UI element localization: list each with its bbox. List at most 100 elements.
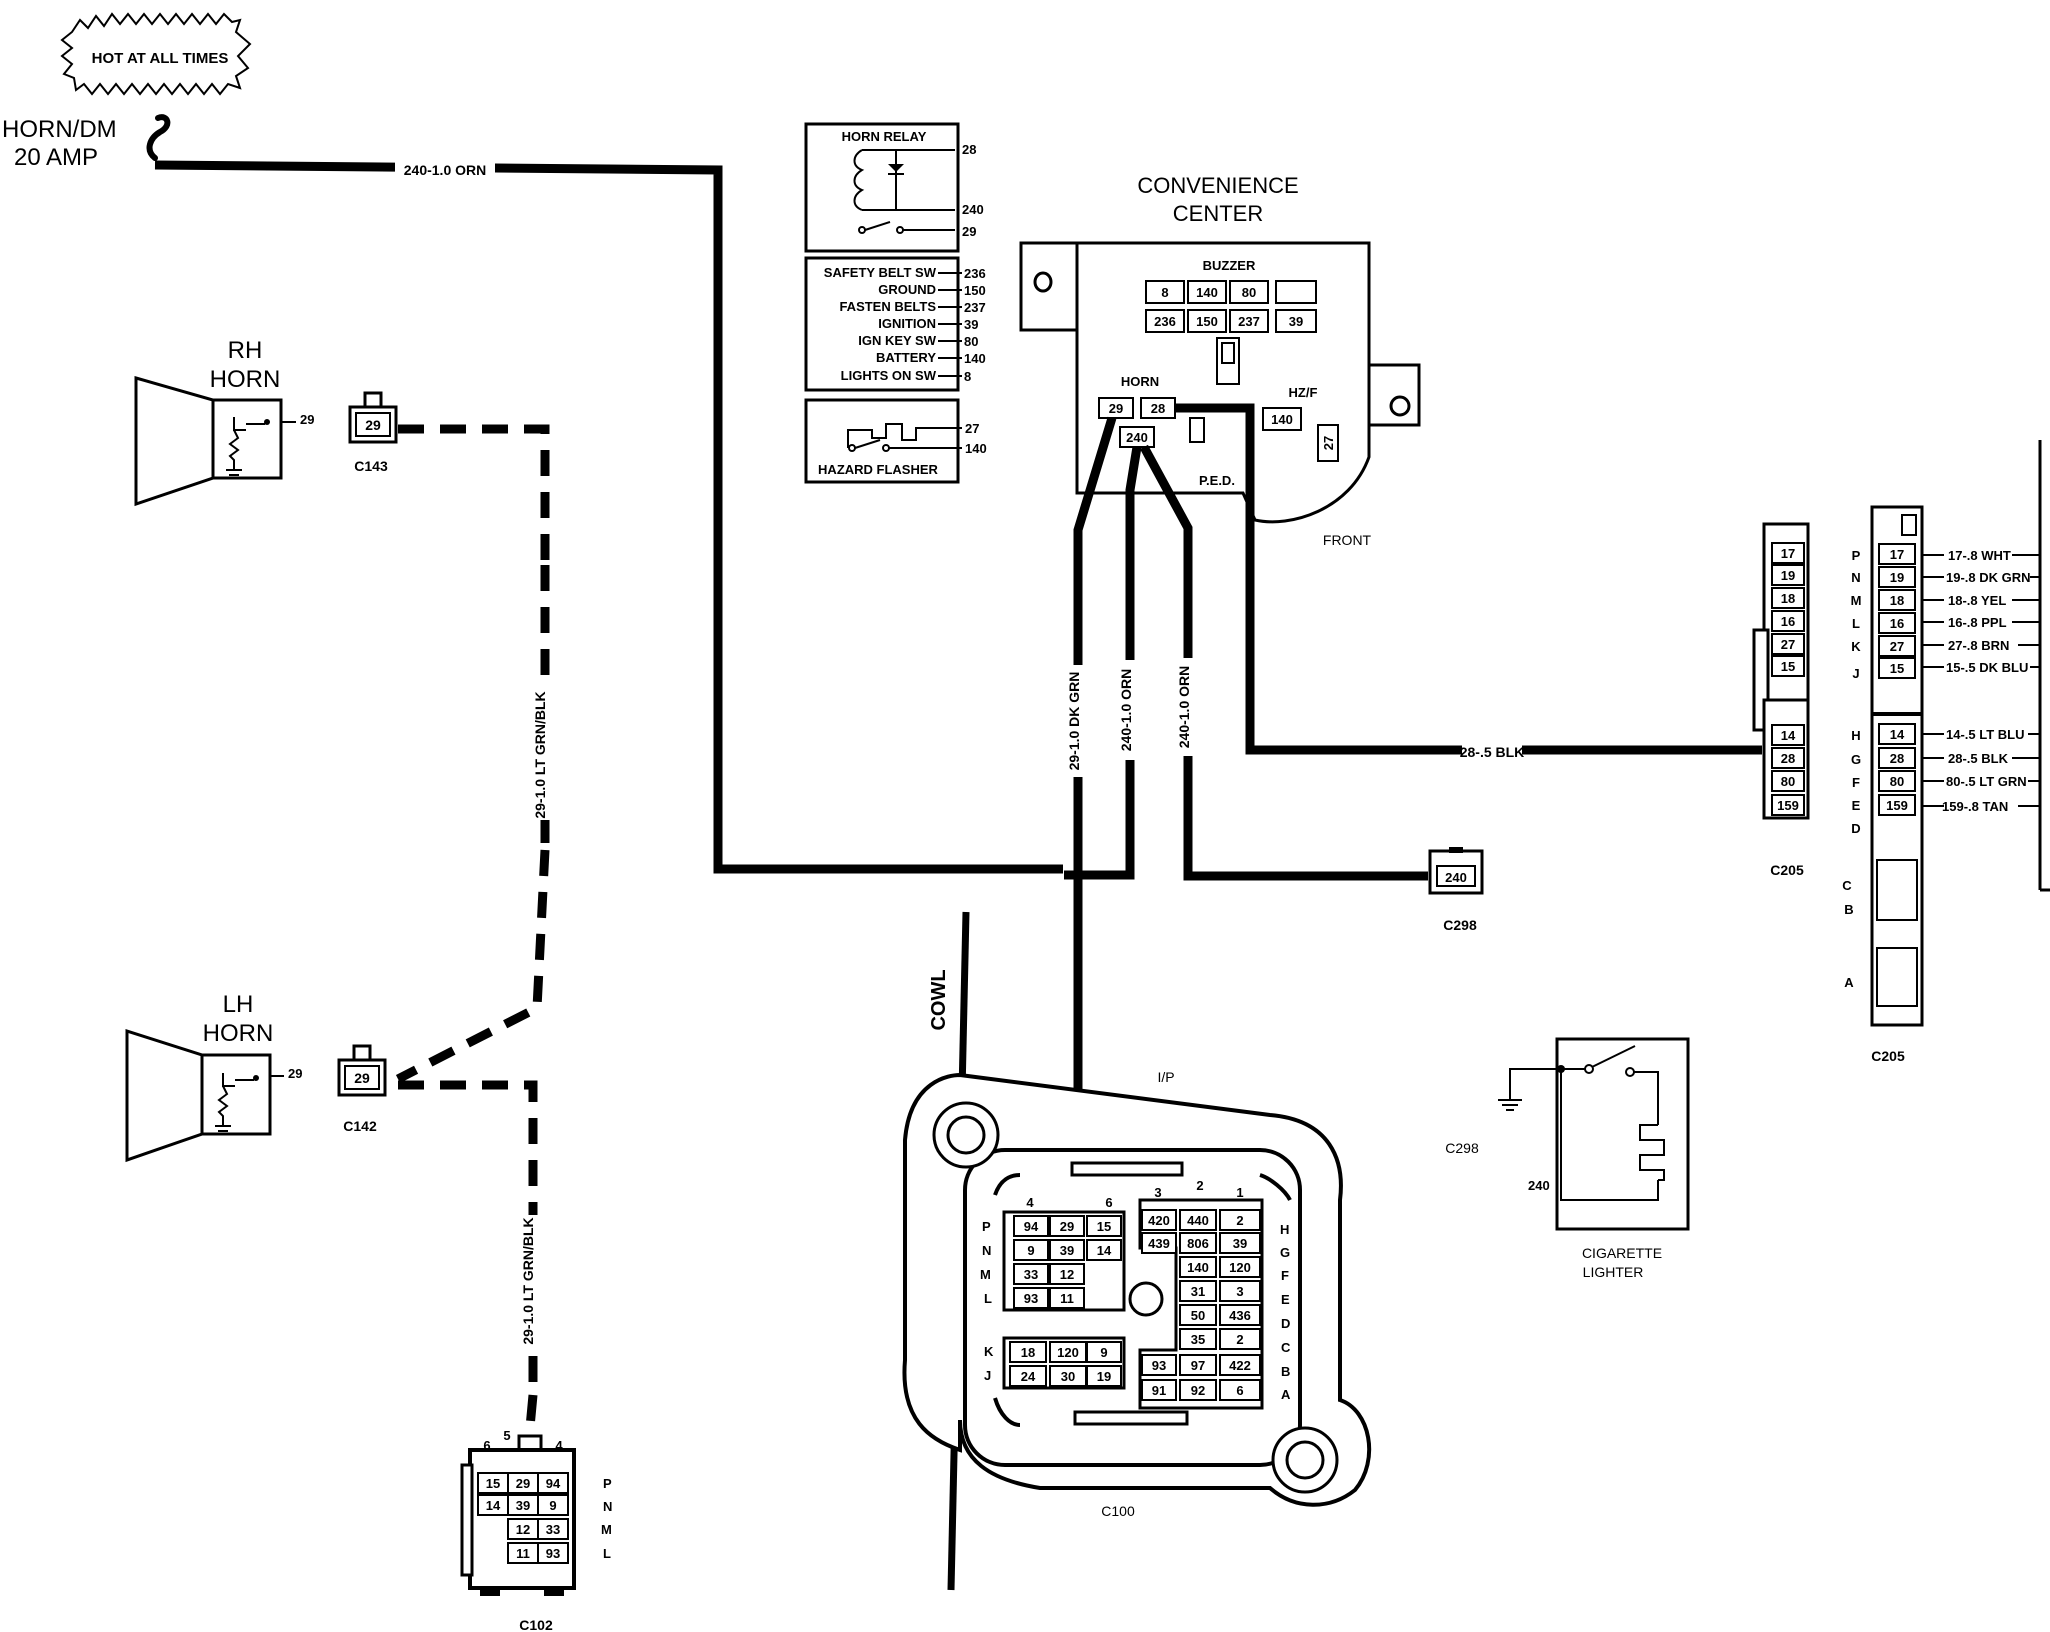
convenience-center: CONVENIENCE CENTER BUZZER 8 140 80 236 1… <box>1019 173 1421 548</box>
c100-cell: 9 <box>1100 1345 1107 1360</box>
cigarette-lighter: 240 CIGARETTE LIGHTER C298 <box>1445 1037 1690 1280</box>
c100-cell: 33 <box>1024 1267 1038 1282</box>
c205b-cell: 27 <box>1890 639 1904 654</box>
c100-cell: 39 <box>1060 1243 1074 1258</box>
horn-cell: 29 <box>1109 401 1123 416</box>
c143-cavity: 29 <box>365 417 381 433</box>
legend-pin: 150 <box>964 283 986 298</box>
buzzer-cell: 150 <box>1196 314 1218 329</box>
c100-cell: 18 <box>1021 1345 1035 1360</box>
c205b-wire: 28-.5 BLK <box>1948 751 2009 766</box>
legend-name: BATTERY <box>876 350 936 365</box>
wire-label-ltgrn-upper-text: 29-1.0 LT GRN/BLK <box>532 691 548 818</box>
buzzer-cell: 236 <box>1154 314 1176 329</box>
c100-cell: 50 <box>1191 1308 1205 1323</box>
c100-row: E <box>1281 1292 1290 1307</box>
c100-col: 6 <box>1105 1195 1112 1210</box>
c102-cell: 94 <box>546 1476 561 1491</box>
c100-cell: 422 <box>1229 1358 1251 1373</box>
c100-cell: 140 <box>1187 1260 1209 1275</box>
c205b-row: C <box>1842 878 1852 893</box>
c205a-cell: 19 <box>1781 568 1795 583</box>
c205a-cell: 80 <box>1781 774 1795 789</box>
c100-cell: 6 <box>1236 1383 1243 1398</box>
c100-cell: 39 <box>1233 1236 1247 1251</box>
wire-29-ltgrn-dashed <box>395 424 550 1439</box>
horn-relay: HORN RELAY 28 240 29 <box>804 122 984 253</box>
rh-horn-label-2: HORN <box>210 366 281 393</box>
c100-col: 2 <box>1196 1178 1203 1193</box>
wire-label-ltgrn-lower-text: 29-1.0 LT GRN/BLK <box>520 1217 536 1344</box>
horn-relay-title: HORN RELAY <box>842 129 927 144</box>
c100-cell: 31 <box>1191 1284 1205 1299</box>
c205a-cell: 15 <box>1781 659 1795 674</box>
c205a-cell: 14 <box>1781 728 1796 743</box>
c205b-row: N <box>1851 570 1860 585</box>
c100-row: A <box>1281 1387 1291 1402</box>
c205a-cell: 28 <box>1781 751 1795 766</box>
buzzer-cell: 8 <box>1161 285 1168 300</box>
c100-cell: 92 <box>1191 1383 1205 1398</box>
c100-col: 4 <box>1026 1195 1034 1210</box>
c100-cell: 12 <box>1060 1267 1074 1282</box>
c102-cell: 29 <box>516 1476 530 1491</box>
c100-row: C <box>1281 1340 1291 1355</box>
c102-row: P <box>603 1476 612 1491</box>
c102-row: N <box>603 1499 612 1514</box>
c102-cell: 15 <box>486 1476 500 1491</box>
c102-top-5: 5 <box>503 1428 510 1443</box>
c205b-cell: 19 <box>1890 570 1904 585</box>
c100-row: G <box>1280 1245 1290 1260</box>
hazard-pin: 27 <box>965 421 979 436</box>
lighter-label-1: CIGARETTE <box>1582 1245 1662 1261</box>
c205b-wire: 19-.8 DK GRN <box>1946 570 2031 585</box>
c100-row: M <box>980 1267 991 1282</box>
buzzer-cell: 140 <box>1196 285 1218 300</box>
wire-240-orn-main: 240-1.0 ORN <box>154 158 1063 874</box>
connector-c143: 29 C143 <box>348 391 398 474</box>
c102-cell: 9 <box>549 1498 556 1513</box>
legend-pin: 237 <box>964 300 986 315</box>
c205b-row: L <box>1852 616 1860 631</box>
rh-horn-pin: 29 <box>300 412 314 427</box>
buzzer-legend: SAFETY BELT SW GROUND FASTEN BELTS IGNIT… <box>804 256 986 392</box>
c102-row: L <box>603 1546 611 1561</box>
lh-horn-label-2: HORN <box>203 1020 274 1047</box>
c100-cell: 2 <box>1236 1332 1243 1347</box>
c100-cell: 11 <box>1060 1291 1074 1306</box>
lighter-c298-label: C298 <box>1445 1140 1479 1156</box>
c205b-wire: 18-.8 YEL <box>1948 593 2006 608</box>
rh-horn-label-1: RH <box>228 337 263 364</box>
c205b-row: F <box>1852 775 1860 790</box>
wire-label-blk: 28-.5 BLK <box>1460 744 1525 760</box>
legend-name: IGN KEY SW <box>858 333 937 348</box>
wire-label-ltgrn-upper: 29-1.0 LT GRN/BLK <box>532 690 558 820</box>
c205b-cell: 159 <box>1886 798 1908 813</box>
c142-label: C142 <box>343 1118 377 1134</box>
legend-name: IGNITION <box>878 316 936 331</box>
wire-label-orn-mid: 240-1.0 ORN <box>1118 669 1134 751</box>
c298-cell: 240 <box>1445 870 1467 885</box>
c205b-cell: 80 <box>1890 774 1904 789</box>
c100-row: N <box>982 1243 991 1258</box>
c205b-row: J <box>1852 666 1859 681</box>
c100-cell: 24 <box>1021 1369 1036 1384</box>
c102-cell: 11 <box>516 1546 530 1561</box>
c205b-row: E <box>1852 798 1861 813</box>
c102-cell: 14 <box>486 1498 501 1513</box>
c205b-row: A <box>1844 975 1854 990</box>
connector-c298: 240 C298 <box>1428 847 1484 933</box>
c205b-cell: 17 <box>1890 547 1904 562</box>
wire-label-orn-right: 240-1.0 ORN <box>1176 666 1192 748</box>
connector-c205-a: 17 19 18 16 27 15 14 28 80 159 C205 <box>1752 522 1810 878</box>
connector-c100: 4 6 3 2 1 94 29 15 9 39 14 33 12 93 11 P <box>902 1072 1372 1519</box>
c205b-row: K <box>1851 639 1861 654</box>
c100-cell: 2 <box>1236 1213 1243 1228</box>
lh-horn-pin: 29 <box>288 1066 302 1081</box>
c205a-cell: 27 <box>1781 637 1795 652</box>
c100-cell: 120 <box>1057 1345 1079 1360</box>
c205a-label: C205 <box>1770 862 1804 878</box>
c205b-cell: 14 <box>1890 727 1905 742</box>
side-cell: 27 <box>1321 436 1336 450</box>
